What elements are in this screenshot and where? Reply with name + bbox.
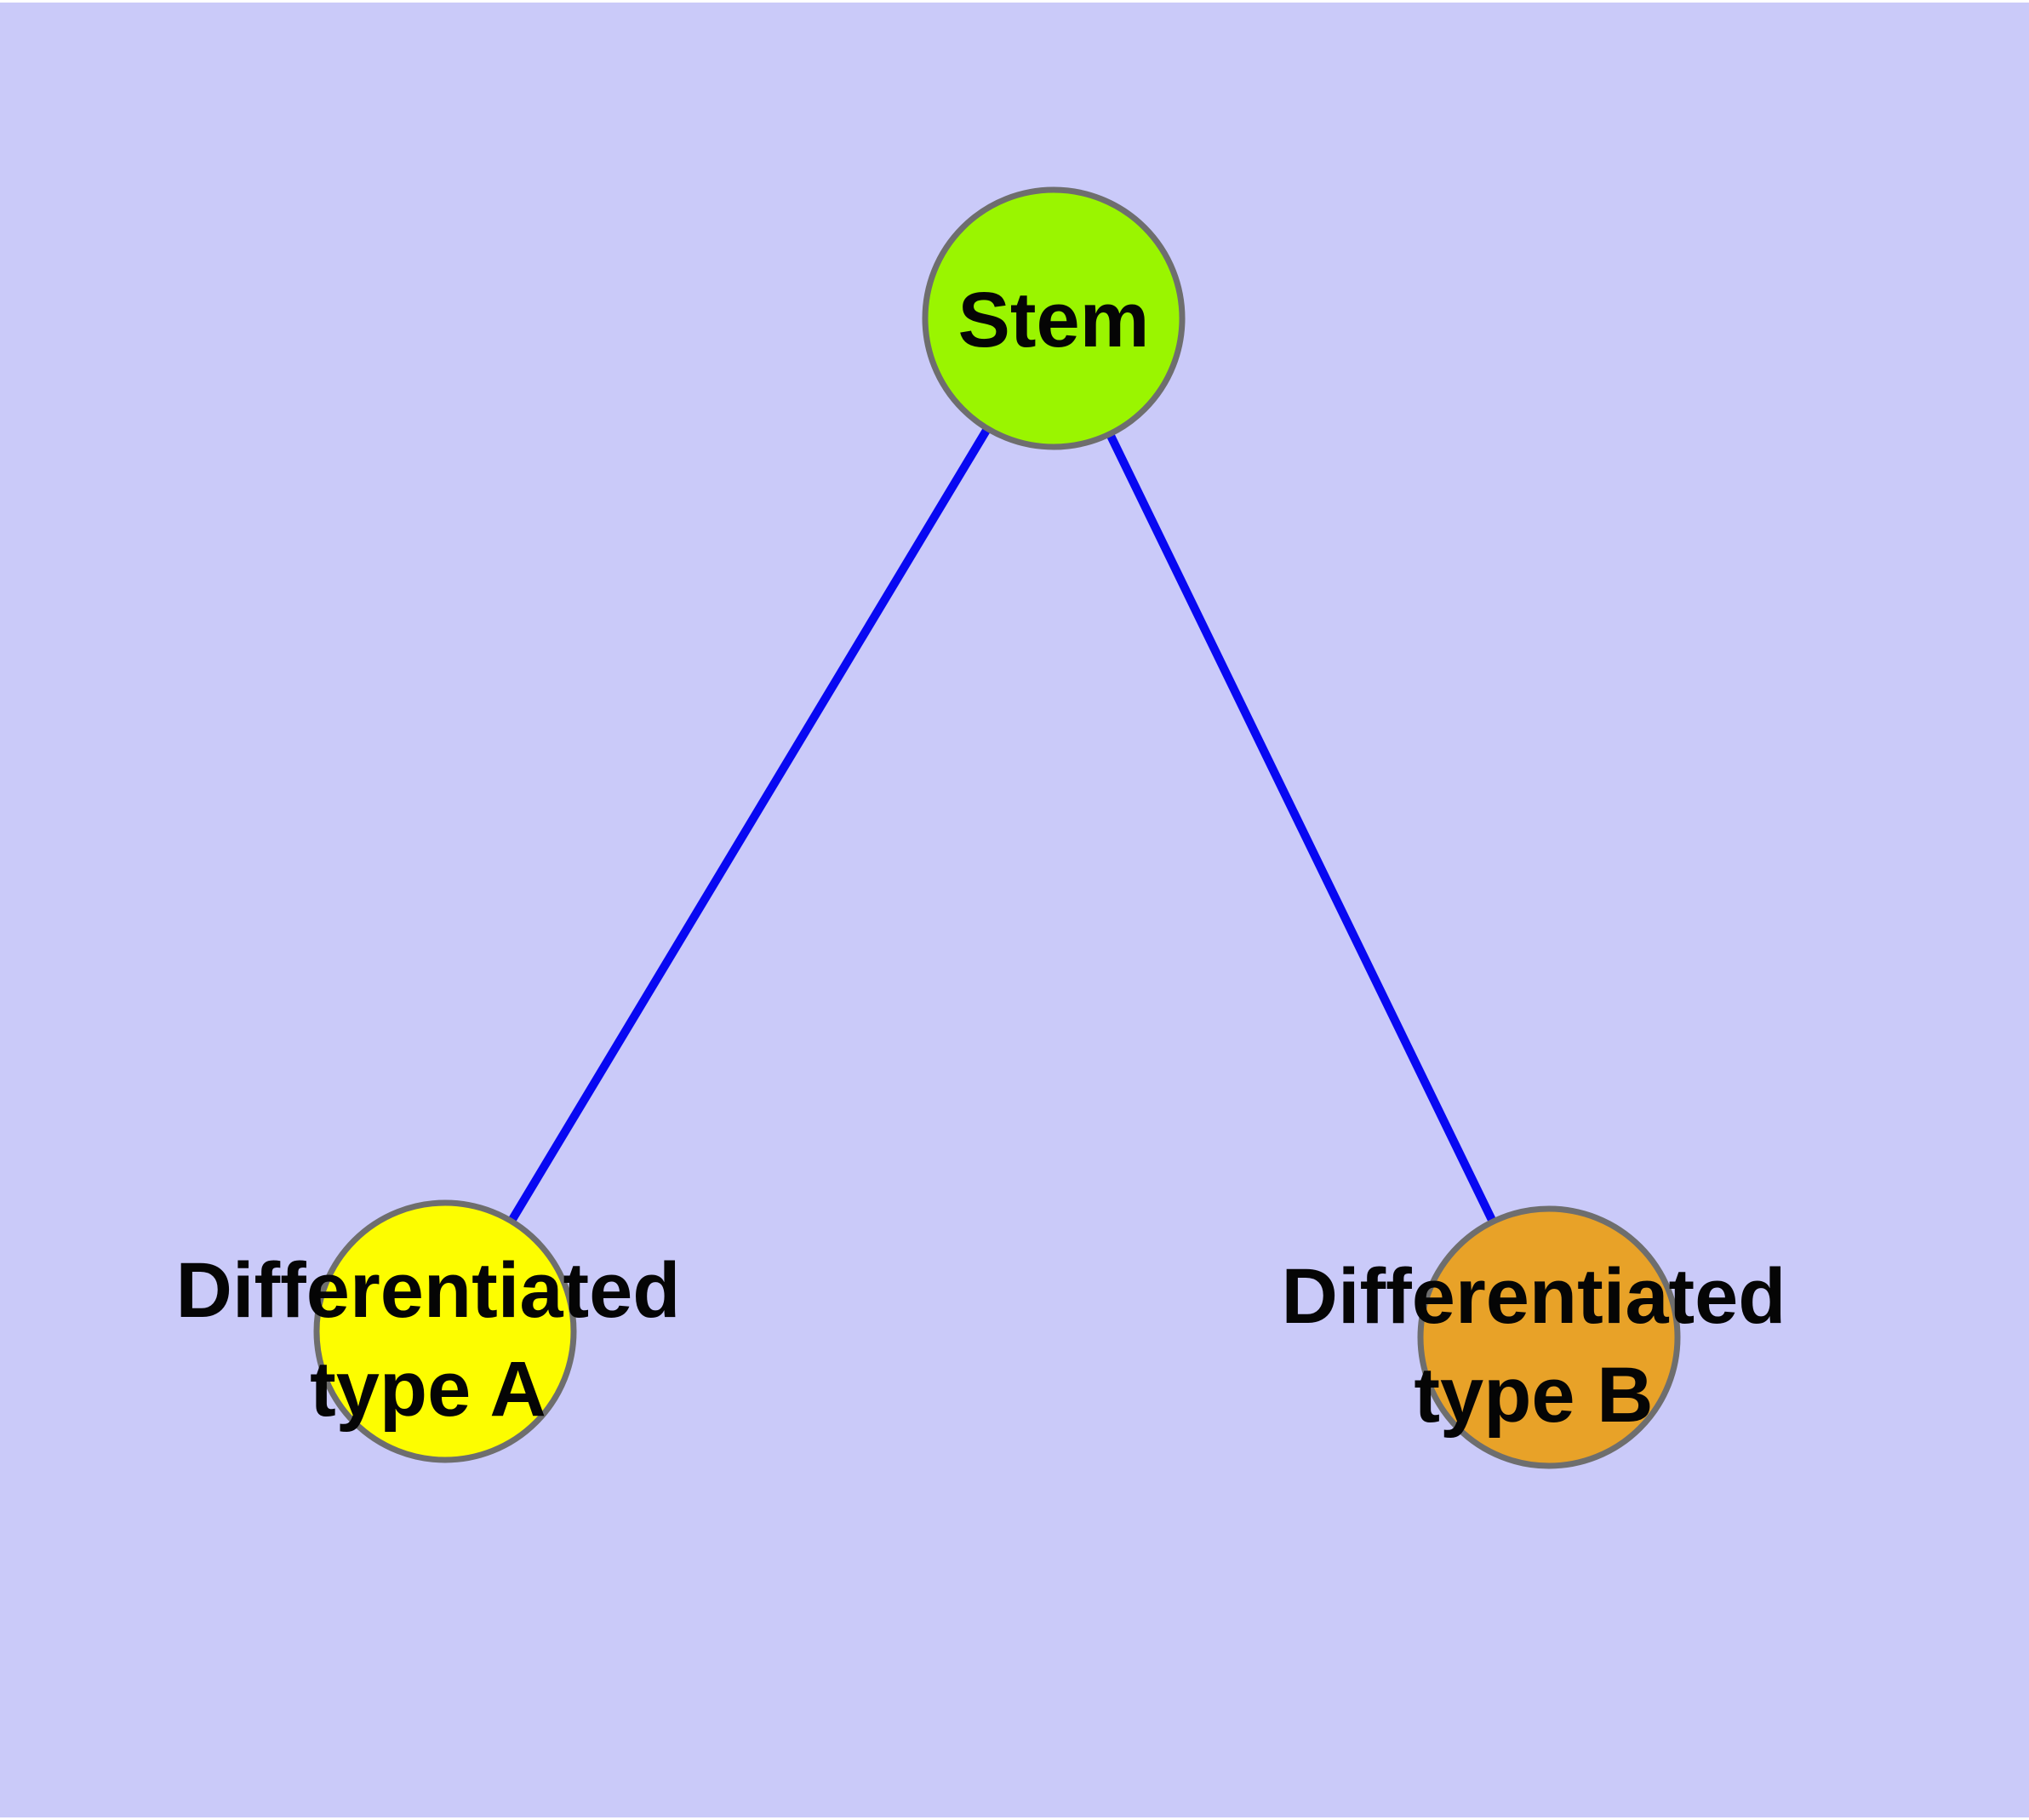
node-stem-label: Stem — [958, 277, 1150, 363]
node-type-b-label-line-1: Differentiated — [1282, 1253, 1786, 1340]
node-stem[interactable] — [922, 186, 1186, 450]
node-differentiated-type-b[interactable] — [1417, 1205, 1681, 1469]
edge-stem-to-type-a — [441, 316, 1058, 1334]
edge-stem-to-type-b — [1049, 316, 1553, 1340]
node-type-b-label-line-2: type B — [1414, 1352, 1653, 1439]
node-type-a-label-line-1: Differentiated — [176, 1247, 681, 1334]
node-type-a-label-line-2: type A — [310, 1346, 546, 1433]
node-differentiated-type-a[interactable] — [313, 1199, 577, 1463]
